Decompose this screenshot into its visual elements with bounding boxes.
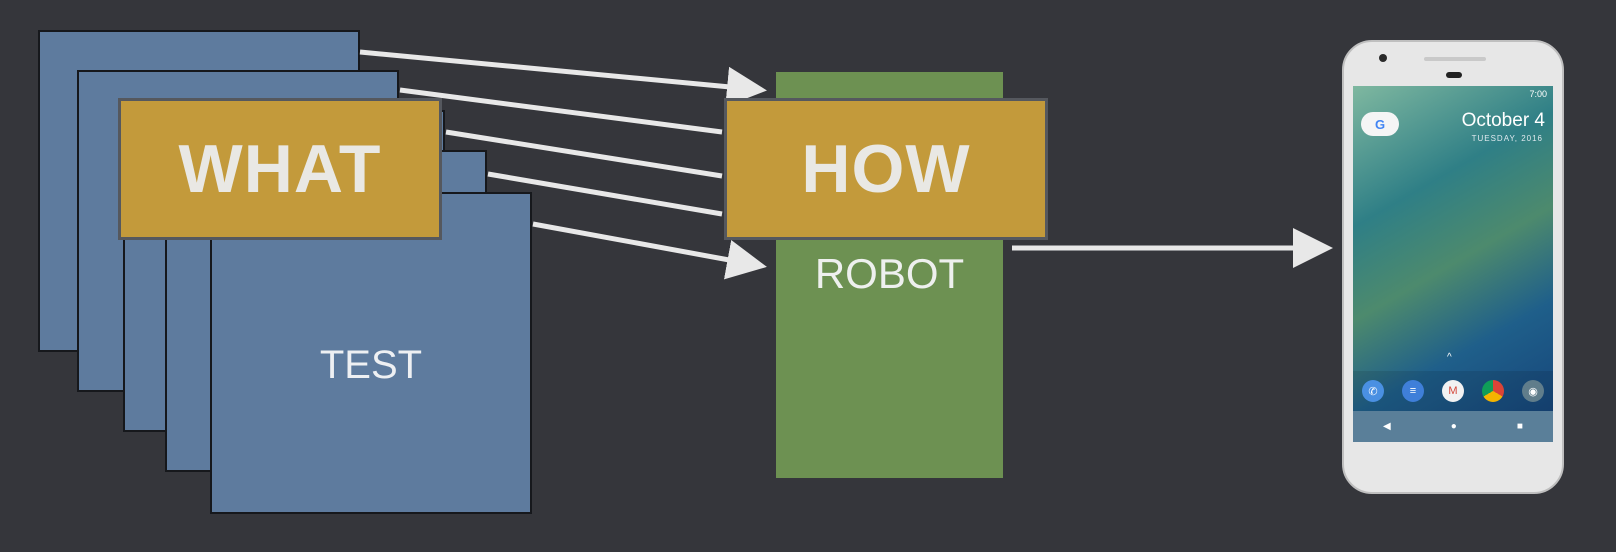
google-glyph: G — [1374, 116, 1386, 132]
test-card-front: TEST — [210, 192, 532, 514]
app-drawer-caret-icon: ^ — [1447, 352, 1452, 363]
phone-screen: 7:00 G October 4 TUESDAY, 2016 ^ ✆ ≡ M ◉… — [1353, 86, 1553, 442]
date-subtext: TUESDAY, 2016 — [1471, 134, 1543, 143]
arrow-test-1 — [359, 49, 767, 107]
nav-bar: ◀ ● ■ — [1353, 411, 1553, 442]
app-dock: ✆ ≡ M ◉ — [1353, 371, 1553, 411]
front-camera-icon — [1379, 54, 1387, 62]
what-label-box: WHAT — [118, 98, 442, 240]
arrow-test-3 — [445, 129, 723, 179]
chrome-icon — [1482, 380, 1504, 402]
arrow-test-4 — [487, 171, 723, 217]
earpiece — [1424, 57, 1486, 61]
android-phone: 7:00 G October 4 TUESDAY, 2016 ^ ✆ ≡ M ◉… — [1342, 40, 1564, 494]
back-icon: ◀ — [1383, 421, 1391, 432]
arrow-test-5 — [532, 221, 767, 280]
date-widget: October 4 — [1461, 110, 1545, 131]
messages-icon: ≡ — [1402, 380, 1424, 402]
camera-icon: ◉ — [1522, 380, 1544, 402]
phone-icon: ✆ — [1362, 380, 1384, 402]
arrow-test-2 — [399, 87, 723, 135]
recents-icon: ■ — [1516, 421, 1523, 432]
what-label: WHAT — [178, 131, 382, 207]
sensor — [1446, 72, 1462, 78]
status-time: 7:00 — [1529, 89, 1547, 99]
google-search-pill: G — [1361, 112, 1399, 136]
test-label: TEST — [319, 342, 423, 387]
how-label-box: HOW — [724, 98, 1048, 240]
how-label: HOW — [801, 131, 971, 207]
robot-label: ROBOT — [814, 250, 965, 297]
gmail-icon: M — [1442, 380, 1464, 402]
home-icon: ● — [1450, 421, 1457, 432]
